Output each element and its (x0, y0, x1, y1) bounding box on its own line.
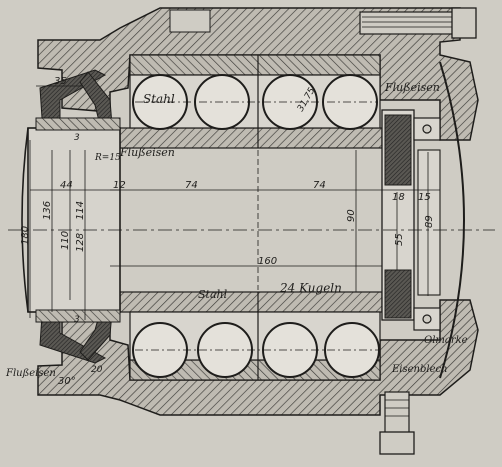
housing-lower (37, 299, 479, 455)
dim-89: 89 (424, 215, 435, 228)
dim-18: 18 (392, 192, 405, 203)
label-flusseisen-right: Flußeisen (384, 81, 440, 94)
dim-74-a: 74 (185, 180, 198, 191)
ball-row-upper (132, 74, 378, 130)
dim-180: 180 (20, 226, 31, 245)
label-flusseisen-inner: Flußeisen (119, 146, 175, 159)
label-24-kugeln: 24 Kugeln (279, 281, 342, 295)
outer-race-upper (129, 54, 381, 76)
dim-35: 35 (54, 76, 67, 87)
dim-114: 114 (75, 201, 86, 220)
locking-ring-lower (384, 269, 412, 319)
dim-90: 90 (346, 209, 357, 222)
dim-20: 20 (91, 365, 103, 375)
label-radius: R=15 (94, 153, 121, 163)
housing-upper (37, 7, 479, 141)
dim-136: 136 (42, 201, 53, 220)
bolt-head-upper (451, 7, 477, 39)
dim-160: 160 (258, 256, 277, 267)
dim-55: 55 (394, 233, 405, 246)
dim-12: 12 (113, 180, 126, 191)
dim-74-b: 74 (313, 180, 326, 191)
inner-race-upper (119, 127, 383, 149)
dim-15: 15 (418, 192, 431, 203)
bolt-lower (384, 391, 410, 435)
label-stahl-mid: Stahl (198, 288, 228, 301)
locking-ring-upper (384, 114, 412, 186)
ball-row-lower (132, 322, 380, 378)
inner-race-lower (119, 291, 383, 313)
dim-3-bottom: 3 (74, 315, 80, 325)
label-stahl-top: Stahl (143, 92, 175, 106)
end-cap (439, 61, 465, 379)
bolt-upper (359, 11, 461, 35)
shaft (21, 117, 121, 323)
label-olmarke: Olmarke (424, 335, 468, 346)
label-eisenblech: Eisenblech (391, 364, 448, 375)
dim-angle: 30° (58, 376, 76, 387)
bolt-head-lower (379, 431, 415, 455)
dimension-lines (29, 85, 440, 320)
label-flusseisen-left: Flußeisen (5, 368, 56, 379)
dim-44: 44 (60, 180, 73, 191)
dim-3-top: 3 (74, 133, 80, 143)
ball (324, 322, 380, 378)
dim-128: 128 (75, 233, 86, 252)
dim-110: 110 (60, 231, 71, 250)
